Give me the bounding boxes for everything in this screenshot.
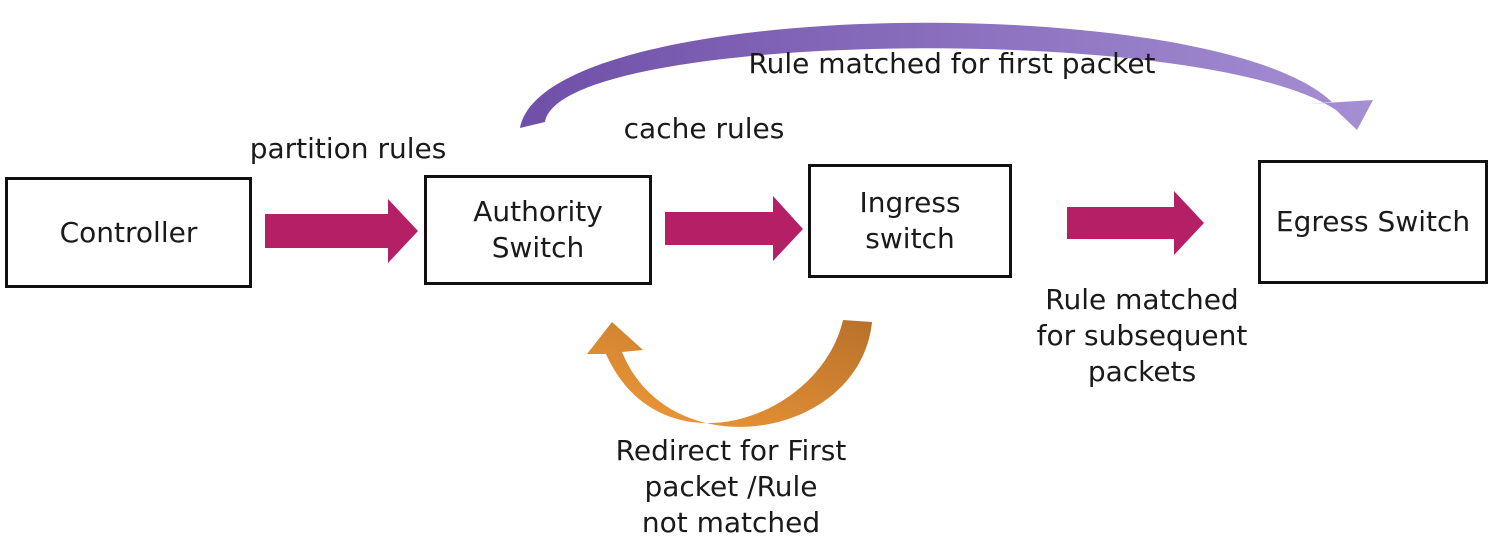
authority-switch-box: Authority Switch xyxy=(424,175,652,285)
egress-switch-box: Egress Switch xyxy=(1258,160,1488,284)
partition-rules-label: partition rules xyxy=(249,132,447,165)
arrow-redirect-curve xyxy=(587,320,872,427)
arrow-authority-to-ingress xyxy=(665,196,803,261)
arrow-first-packet-curve xyxy=(520,22,1373,130)
arrow-ingress-to-egress xyxy=(1067,191,1204,255)
egress-switch-label: Egress Switch xyxy=(1275,205,1471,238)
controller-box: Controller xyxy=(5,177,252,288)
subsequent-packets-label: Rule matched for subsequent packets xyxy=(1036,283,1248,388)
authority-switch-label: Authority Switch xyxy=(473,195,603,264)
redirect-label: Redirect for First packet /Rule not matc… xyxy=(615,434,847,539)
cache-rules-label: cache rules xyxy=(623,112,785,145)
arrow-controller-to-authority xyxy=(265,199,418,263)
ingress-switch-box: Ingress switch xyxy=(808,164,1012,278)
ingress-switch-label: Ingress switch xyxy=(859,186,961,255)
first-packet-label: Rule matched for first packet xyxy=(748,47,1156,80)
controller-label: Controller xyxy=(59,215,198,249)
